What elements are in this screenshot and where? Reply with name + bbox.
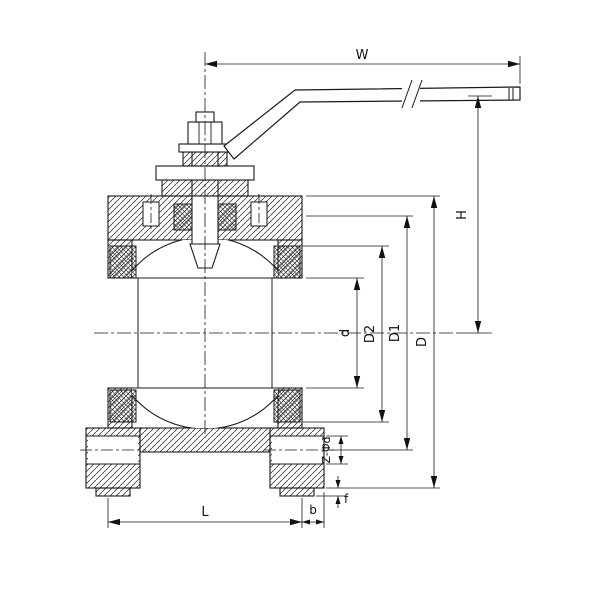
dimension-label-z-phi-d: Z-Φd <box>320 437 333 464</box>
dimension-f: f <box>316 476 349 508</box>
dimension-label-w: W <box>356 48 369 63</box>
dimension-label-d1: D1 <box>388 324 403 342</box>
dimension-label-d: d <box>338 329 353 337</box>
dimension-label-l: L <box>201 505 209 520</box>
lever-handle <box>223 79 521 160</box>
dimension-label-h: H <box>455 210 470 220</box>
dimension-label-f: f <box>344 492 349 506</box>
dimension-D2: D2 <box>302 245 389 423</box>
break-mark <box>401 79 413 109</box>
dimension-D: D <box>306 195 440 489</box>
dimension-H: H <box>455 95 492 334</box>
dimension-W: W <box>205 48 521 84</box>
dimension-label-d2: D2 <box>363 325 378 343</box>
dimension-b: b <box>302 492 325 528</box>
dimension-label-big-d: D <box>415 337 430 347</box>
flange-bolt-holes <box>80 435 334 465</box>
bonnet-bolt-holes <box>142 194 268 232</box>
dimensions: W H d D2 D1 <box>107 48 521 528</box>
seat-rings <box>109 245 301 423</box>
centerlines <box>94 52 456 438</box>
dimension-D1: D1 <box>306 215 413 451</box>
packing-right <box>217 203 237 231</box>
packing-left <box>173 203 193 231</box>
break-mark <box>411 79 423 109</box>
dimension-z-phi-d: Z-Φd <box>320 435 348 465</box>
dimension-d: d <box>306 277 364 389</box>
dimension-label-b: b <box>309 503 317 517</box>
